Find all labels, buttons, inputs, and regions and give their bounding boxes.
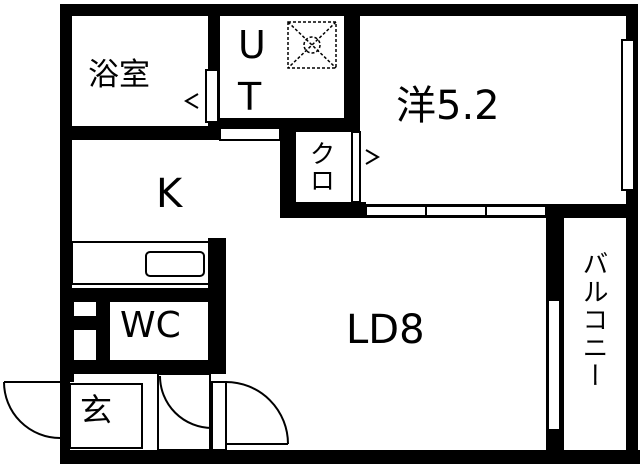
- shoe-cabinet: [157, 373, 211, 451]
- entrance-label: 玄: [80, 391, 113, 429]
- entrance-door-swing: [3, 381, 61, 439]
- closet-door: [351, 131, 380, 203]
- entrance-step: [69, 383, 143, 449]
- utility-sink-counter: [219, 127, 281, 141]
- ld-door-swing: [211, 381, 289, 451]
- utility-label-u: U: [238, 23, 266, 67]
- hall-door-swing: [159, 375, 213, 429]
- wc-walls: [60, 288, 226, 374]
- closet-label: クロ: [305, 140, 335, 194]
- balcony-label: バルコニー: [578, 250, 608, 390]
- washing-machine-space: [287, 21, 337, 69]
- western-room-sliding-door: [365, 205, 547, 217]
- kitchen-partition: [208, 238, 226, 374]
- toilet-label: WC: [120, 305, 181, 346]
- bathroom-door: [184, 69, 219, 123]
- western-room-window: [621, 39, 635, 191]
- living-dining-label: LD8: [346, 307, 425, 353]
- kitchen-counter: [71, 241, 219, 285]
- western-room-label: 洋5.2: [396, 83, 500, 129]
- kitchen-label: K: [156, 171, 183, 217]
- closet-walls: [280, 118, 366, 218]
- utility-label-t: T: [238, 75, 262, 119]
- utility-walls: [220, 4, 360, 128]
- outer-walls: [60, 4, 640, 464]
- balcony-window: [547, 299, 561, 431]
- bathroom-label: 浴室: [88, 57, 150, 93]
